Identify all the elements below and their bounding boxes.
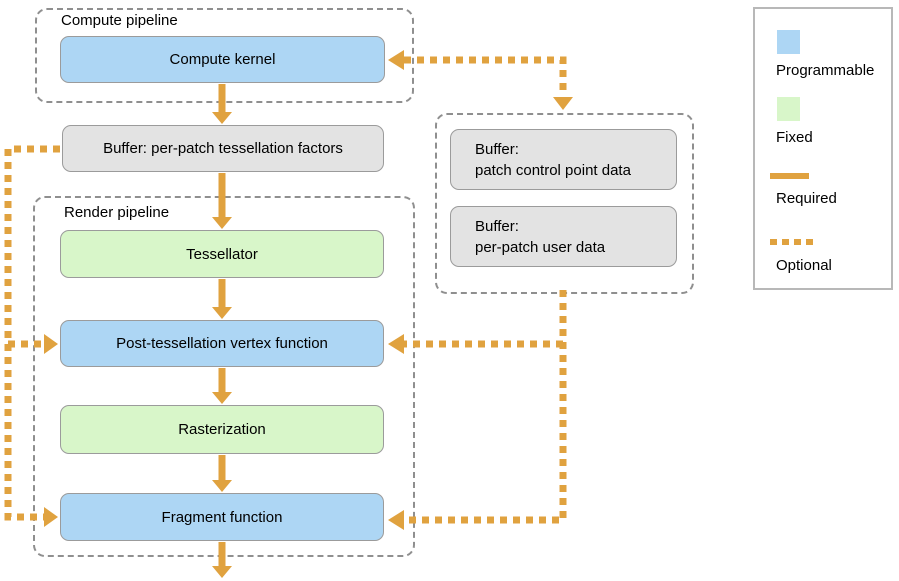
required-line-swatch [770, 173, 809, 179]
node-post-tessellation-vertex-function: Post-tessellation vertex function [60, 320, 384, 367]
node-compute-kernel: Compute kernel [60, 36, 385, 83]
node-buffer-patch-control-point-data: Buffer: patch control point data [450, 129, 677, 190]
legend-optional-label: Optional [776, 257, 832, 274]
legend-fixed-label: Fixed [776, 129, 813, 146]
buffer-per-patch-user-line1: Buffer: [475, 217, 519, 235]
buffer-per-patch-user-line2: per-patch user data [475, 238, 606, 256]
fixed-swatch [777, 97, 800, 121]
node-rasterization: Rasterization [60, 405, 384, 454]
optional-line-swatch [770, 239, 813, 245]
render-pipeline-label: Render pipeline [64, 204, 170, 221]
compute-pipeline-label: Compute pipeline [61, 12, 178, 29]
legend-required-label: Required [776, 190, 837, 207]
node-buffer-tess-factors: Buffer: per-patch tessellation factors [62, 125, 384, 172]
buffer-patch-control-line1: Buffer: [475, 140, 519, 158]
node-buffer-per-patch-user-data: Buffer: per-patch user data [450, 206, 677, 267]
node-fragment-function: Fragment function [60, 493, 384, 541]
legend-programmable-label: Programmable [776, 62, 875, 79]
programmable-swatch [777, 30, 800, 54]
buffer-patch-control-line2: patch control point data [475, 161, 631, 179]
legend: Programmable Fixed Required Optional [753, 7, 893, 290]
node-tessellator: Tessellator [60, 230, 384, 278]
dashed-connector-buffers-to-kernel [388, 50, 573, 110]
